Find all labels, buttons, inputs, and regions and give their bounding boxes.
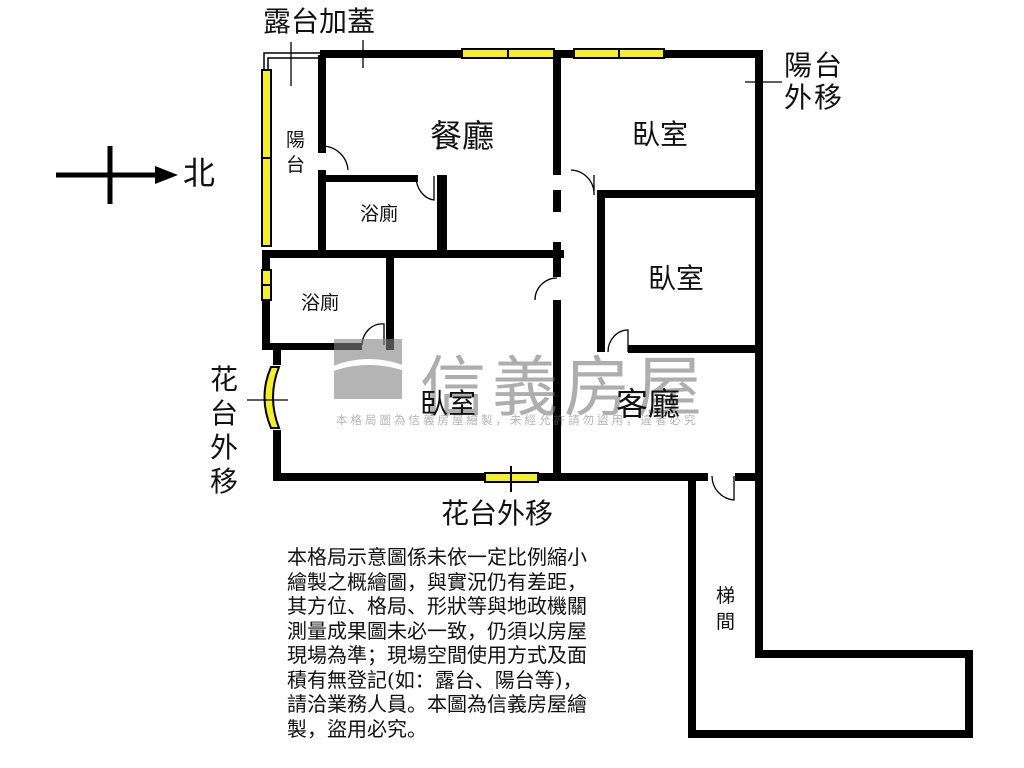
room-dining: 餐廳 [430,117,495,155]
room-balcony: 陽台 [286,129,306,176]
disclaimer-text: 本格局示意圖係未依一定比例縮小 繪製之概繪圖，與實況仍有差距， 其方位、格局、形… [287,545,637,741]
disclaimer-line: 繪製之概繪圖，與實況仍有差距， [287,569,587,594]
planter-moved-out-west-label: 花台外移 [210,363,239,498]
compass-north-label: 北 [183,154,216,192]
disclaimer-line: 現場為準；現場空間使用方式及面 [287,643,587,667]
watermark-notice: 本格局圖為信義房屋繪製，未經允許請勿盜用，違者必究 [336,413,699,427]
balcony-moved-out-label: 陽台外移 [784,49,845,114]
room-living: 客廳 [616,385,681,423]
room-bedroom-sw: 臥室 [420,387,477,420]
room-bath-lower: 浴廁 [301,292,340,314]
disclaimer-line: 製，盜用必究。 [287,716,427,741]
balcony-outline [263,52,320,70]
room-bath-upper: 浴廁 [360,203,399,225]
terrace-addition-label: 露台加蓋 [263,5,376,38]
disclaimer-line: 請洽業務人員。本圖為信義房屋繪 [287,692,587,716]
disclaimer-line: 測量成果圖未必一致，仍須以房屋 [287,618,587,643]
compass-arrow-icon [56,146,178,204]
planter-moved-out-south-label: 花台外移 [441,497,554,530]
room-bedroom-e: 臥室 [648,262,705,295]
windows [261,48,665,492]
brand-logo-watermark [334,339,402,399]
doors [321,145,735,501]
watermark-brand: 信義房屋 [420,349,708,426]
disclaimer-line: 本格局示意圖係未依一定比例縮小 [287,545,587,569]
room-stairwell: 梯間 [716,585,736,633]
room-bedroom-ne: 臥室 [632,118,689,151]
disclaimer-line: 其方位、格局、形狀等與地政機關 [287,594,587,618]
disclaimer-line: 積有無登記(如：露台、陽台等)， [287,667,583,692]
